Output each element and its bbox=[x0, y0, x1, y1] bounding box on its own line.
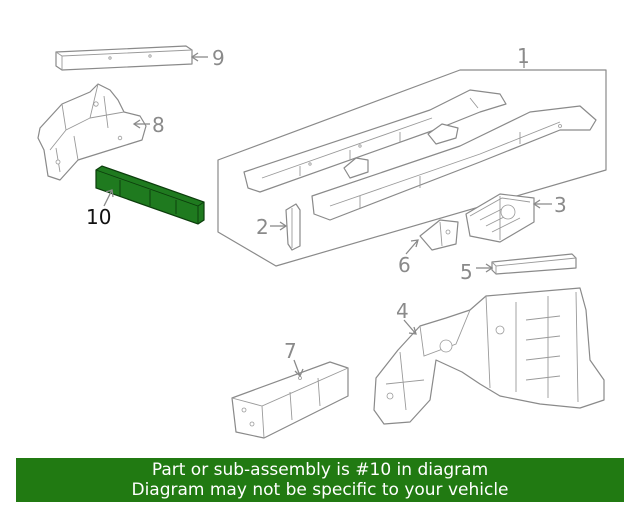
banner-line-1: Part or sub-assembly is #10 in diagram bbox=[151, 460, 489, 480]
callout-5[interactable]: 5 bbox=[460, 260, 473, 284]
arrowhead-2 bbox=[279, 221, 288, 231]
callout-4[interactable]: 4 bbox=[396, 299, 409, 323]
part-4-side-structure[interactable] bbox=[373, 287, 605, 425]
part-8-bracket[interactable] bbox=[37, 83, 147, 181]
part-3-box-bracket[interactable] bbox=[465, 193, 535, 243]
banner-line-2: Diagram may not be specific to your vehi… bbox=[131, 480, 509, 500]
callout-6[interactable]: 6 bbox=[398, 253, 411, 277]
arrowhead-6 bbox=[410, 239, 419, 248]
arrowhead-7 bbox=[294, 368, 304, 378]
leader-10 bbox=[103, 189, 113, 207]
arrowhead-5 bbox=[485, 263, 494, 273]
arrowhead-3 bbox=[532, 199, 541, 209]
callout-8[interactable]: 8 bbox=[152, 113, 165, 137]
callout-2[interactable]: 2 bbox=[256, 215, 269, 239]
part-6-gusset[interactable] bbox=[419, 219, 459, 251]
callout-7[interactable]: 7 bbox=[284, 339, 297, 363]
arrowhead-4 bbox=[408, 326, 417, 335]
part-1-frame-assembly[interactable] bbox=[217, 69, 607, 267]
part-7-box-beam[interactable] bbox=[231, 361, 349, 439]
info-banner: Part or sub-assembly is #10 in diagram D… bbox=[16, 458, 624, 502]
part-5-bar[interactable] bbox=[491, 253, 577, 275]
callout-3[interactable]: 3 bbox=[554, 193, 567, 217]
part-10-highlighted-bar[interactable] bbox=[95, 165, 205, 225]
arrowhead-8 bbox=[132, 119, 141, 129]
callout-10[interactable]: 10 bbox=[86, 205, 111, 229]
callout-1[interactable]: 1 bbox=[517, 44, 530, 68]
arrowhead-9 bbox=[190, 52, 199, 62]
leader-7 bbox=[293, 359, 301, 377]
leader-4 bbox=[403, 319, 417, 335]
callout-9[interactable]: 9 bbox=[212, 46, 225, 70]
part-9-bar[interactable] bbox=[55, 45, 193, 71]
arrowhead-10 bbox=[105, 189, 114, 198]
leader-6 bbox=[405, 239, 419, 255]
part-2-bracket[interactable] bbox=[285, 203, 301, 251]
